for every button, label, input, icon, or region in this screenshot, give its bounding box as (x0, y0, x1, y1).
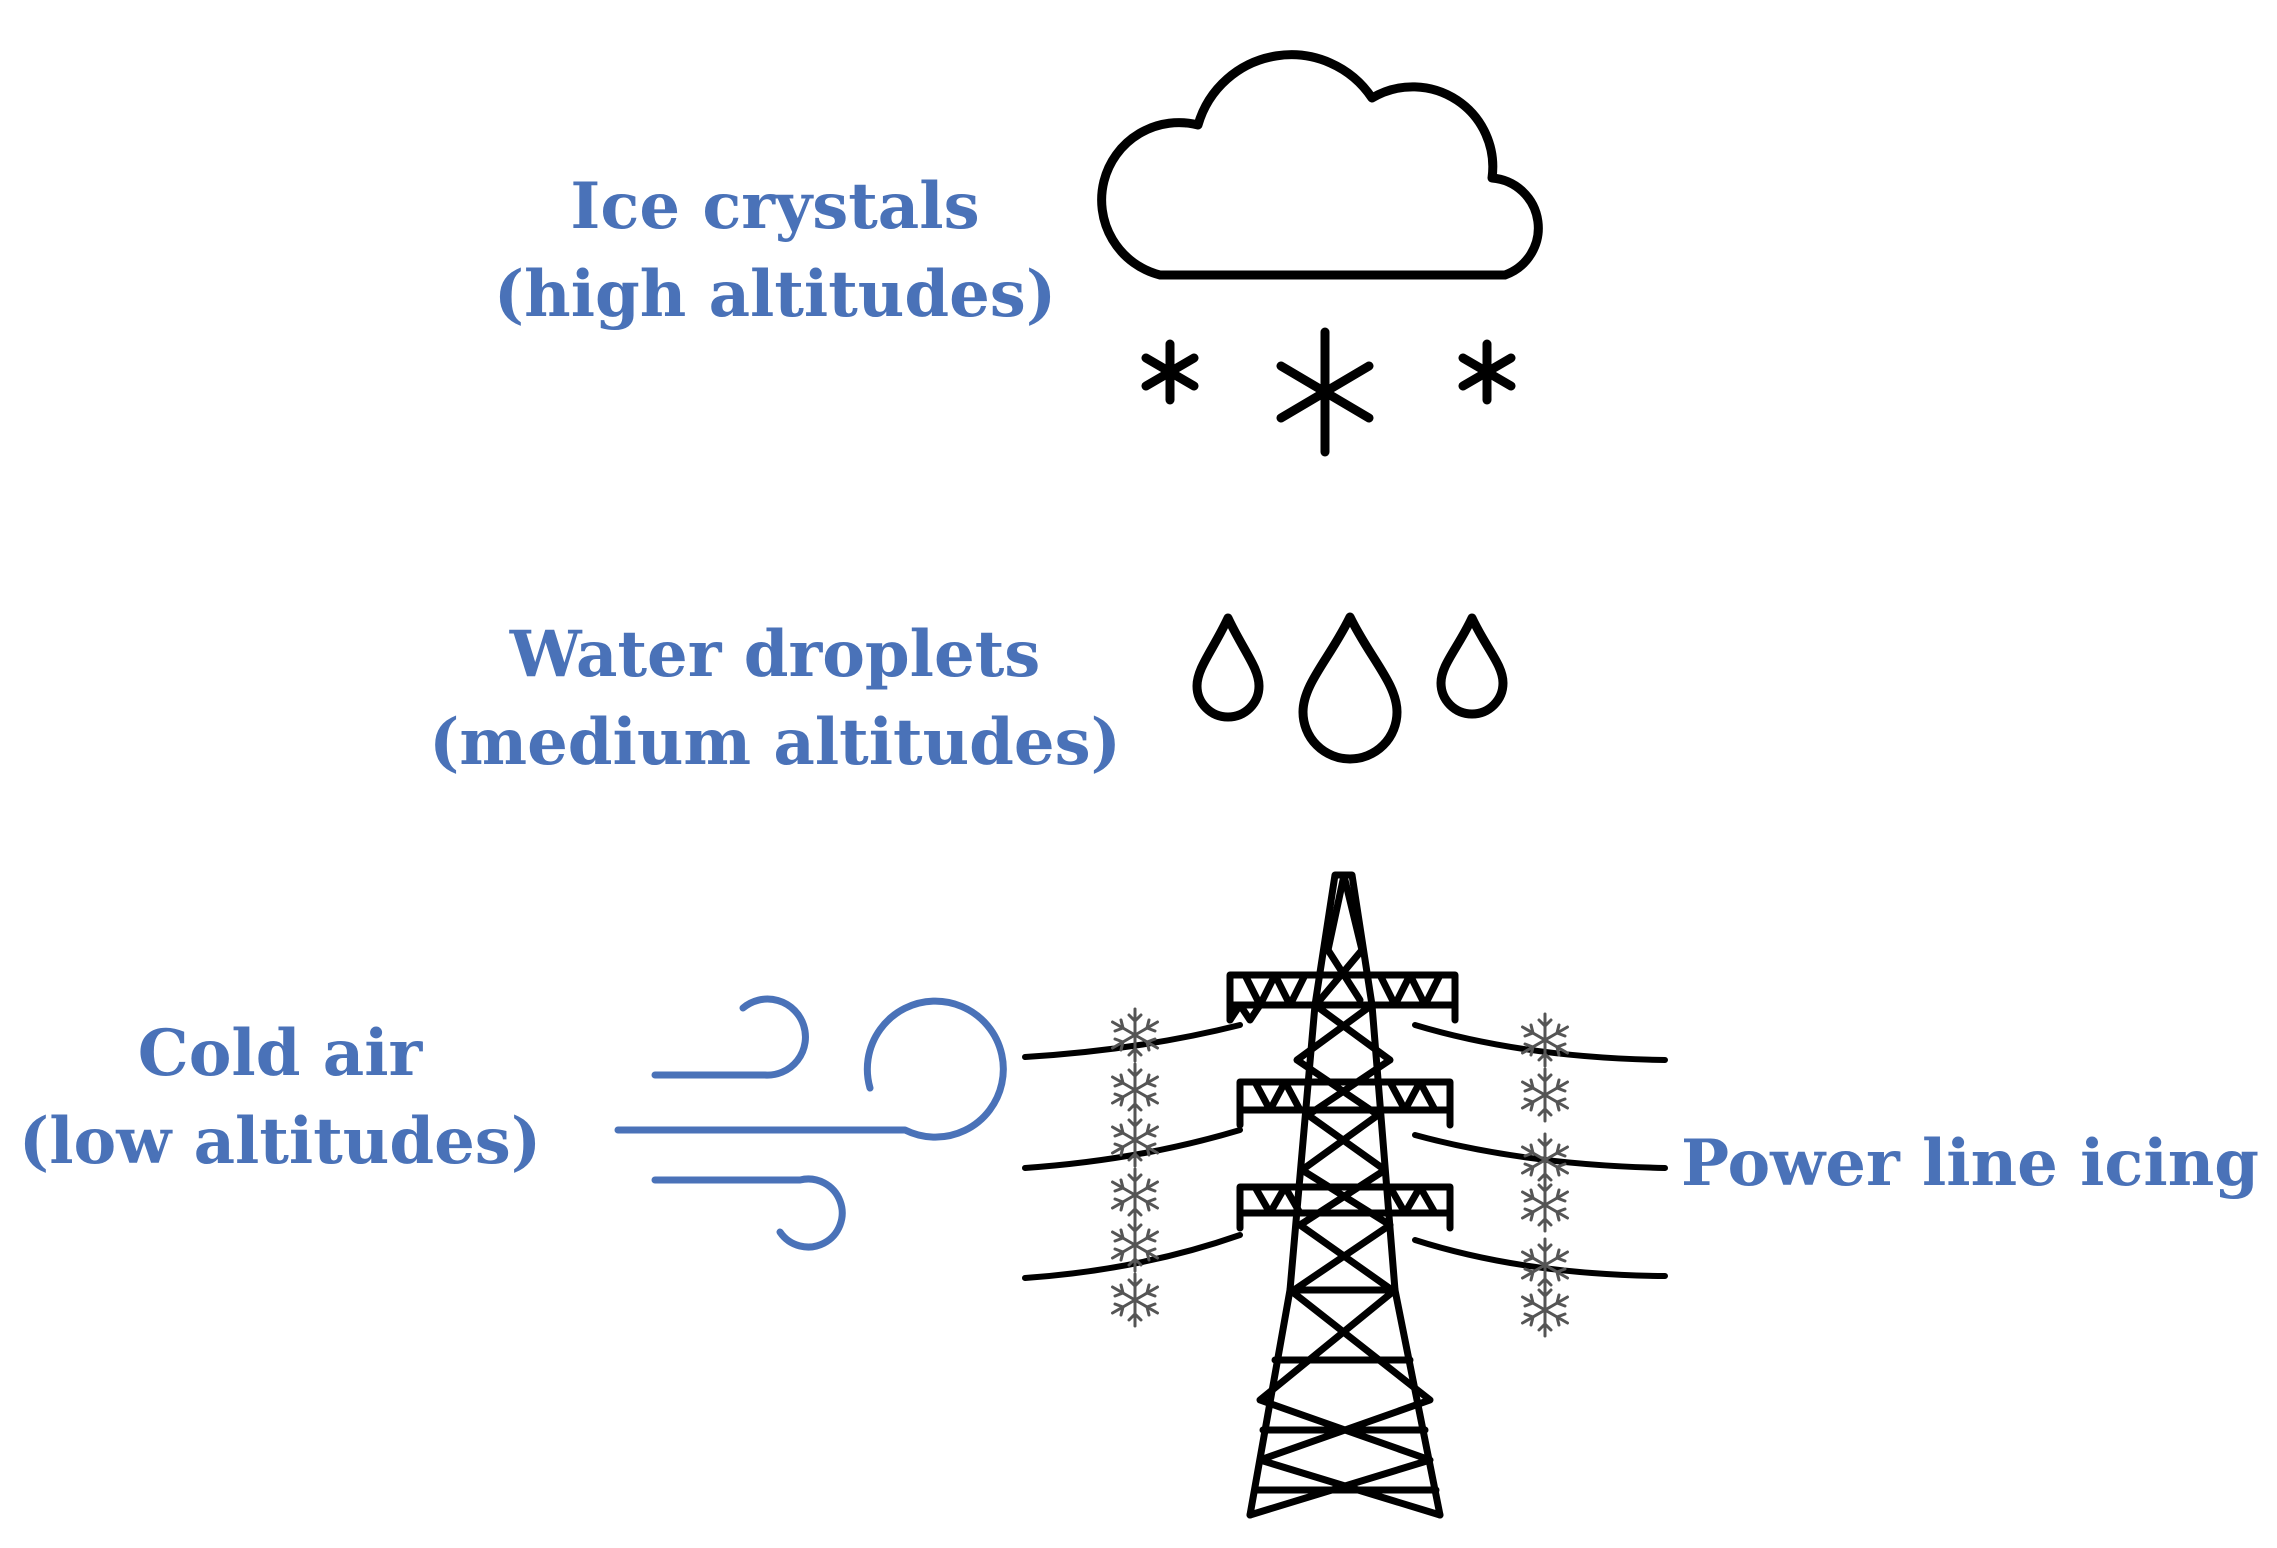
cold-air-subtitle: (low altitudes) (19, 1104, 541, 1179)
transmission-tower-icon (1226, 871, 1459, 1519)
snow-asterisk-icon (1141, 327, 1516, 457)
water-drop-icon (1192, 612, 1508, 764)
ice-crystals-subtitle: (high altitudes) (494, 257, 1056, 332)
ice-crystals-label: Ice crystals (high altitudes) (494, 169, 1056, 332)
water-droplets-label: Water droplets (medium altitudes) (429, 617, 1121, 780)
water-droplets-subtitle: (medium altitudes) (429, 705, 1121, 780)
cold-air-label: Cold air (low altitudes) (19, 1016, 541, 1179)
cold-air-title: Cold air (138, 1016, 424, 1091)
cloud-icon (1097, 50, 1543, 280)
power-line-icing-label: Power line icing (1681, 1126, 2259, 1201)
ice-crystals-title: Ice crystals (570, 169, 979, 244)
wind-icon (614, 995, 1007, 1251)
water-droplets-title: Water droplets (509, 617, 1041, 692)
